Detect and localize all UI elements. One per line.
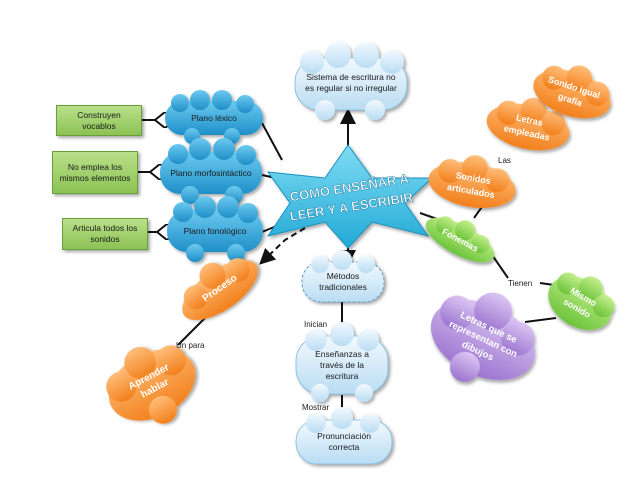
connector-un-para: Un para bbox=[176, 341, 205, 350]
construyen-vocablos-box: Construyen vocablos bbox=[56, 105, 142, 136]
line-star-to-proceso bbox=[259, 227, 306, 265]
sonidos-articulados-shape bbox=[428, 155, 516, 208]
pronunciacion-label: Pronunciación correcta bbox=[300, 423, 388, 461]
connector-mostrar: Mostrar bbox=[302, 403, 330, 412]
line-plano-lexico bbox=[261, 122, 283, 161]
line-mismo-letras bbox=[524, 317, 557, 323]
connector-tienen: Tienen bbox=[508, 279, 533, 288]
connector-inician: Inician bbox=[304, 320, 328, 329]
proceso-cloud-shape bbox=[182, 258, 258, 321]
letras-empleadas-shape bbox=[486, 97, 570, 151]
metodos-label: Métodos tradicionales bbox=[306, 265, 380, 299]
metodos-text: Métodos tradicionales bbox=[319, 271, 367, 292]
letras-dibujos-shape bbox=[430, 292, 536, 382]
connector-las: Las bbox=[498, 156, 511, 165]
plano-lexico-cloud bbox=[165, 90, 263, 144]
plano-fono-text: Plano fonológico bbox=[183, 225, 247, 236]
plano-morfo-cloud bbox=[160, 138, 262, 204]
top-cloud-shape bbox=[294, 42, 408, 120]
aprender-cloud-shape bbox=[106, 345, 196, 424]
pronunciacion-text: Pronunciación correcta bbox=[317, 431, 371, 452]
fonemas-shape bbox=[425, 216, 495, 263]
articula-text: Articula todos los sonidos bbox=[72, 223, 138, 244]
plano-morfo-label: Plano morfosintáctico bbox=[160, 155, 262, 191]
articula-box: Articula todos los sonidos bbox=[62, 218, 148, 250]
no-emplea-text: No emplea los mismos elementos bbox=[59, 161, 131, 183]
ensenanzas-cloud-shape bbox=[295, 322, 389, 402]
no-emplea-box: No emplea los mismos elementos bbox=[52, 151, 138, 194]
metodos-cloud-shape bbox=[301, 250, 385, 303]
plano-lexico-text: Plano léxico bbox=[191, 112, 237, 123]
construyen-vocablos-text: Construyen vocablos bbox=[77, 109, 121, 131]
ensenanzas-label: Enseñanzas a través de la escritura bbox=[302, 340, 382, 390]
pronunciacion-cloud-shape bbox=[295, 407, 393, 465]
ensenanzas-text: Enseñanzas a través de la escritura bbox=[315, 348, 369, 381]
plano-morfo-text: Plano morfosintáctico bbox=[170, 167, 252, 178]
plano-fono-label: Plano fonológico bbox=[167, 213, 263, 249]
mismo-sonido-shape bbox=[548, 272, 615, 330]
sonido-igual-shape bbox=[533, 65, 611, 119]
top-cloud-label: Sistema de escritura no es regular si no… bbox=[300, 60, 402, 106]
plano-fono-cloud bbox=[167, 196, 263, 262]
line-proceso-aprender bbox=[177, 317, 206, 346]
central-star: COMO ENSEÑAR A LEER Y A ESCRIBIR bbox=[266, 144, 434, 249]
plano-lexico-label: Plano léxico bbox=[167, 104, 261, 132]
top-cloud-text: Sistema de escritura no es regular si no… bbox=[305, 72, 397, 93]
